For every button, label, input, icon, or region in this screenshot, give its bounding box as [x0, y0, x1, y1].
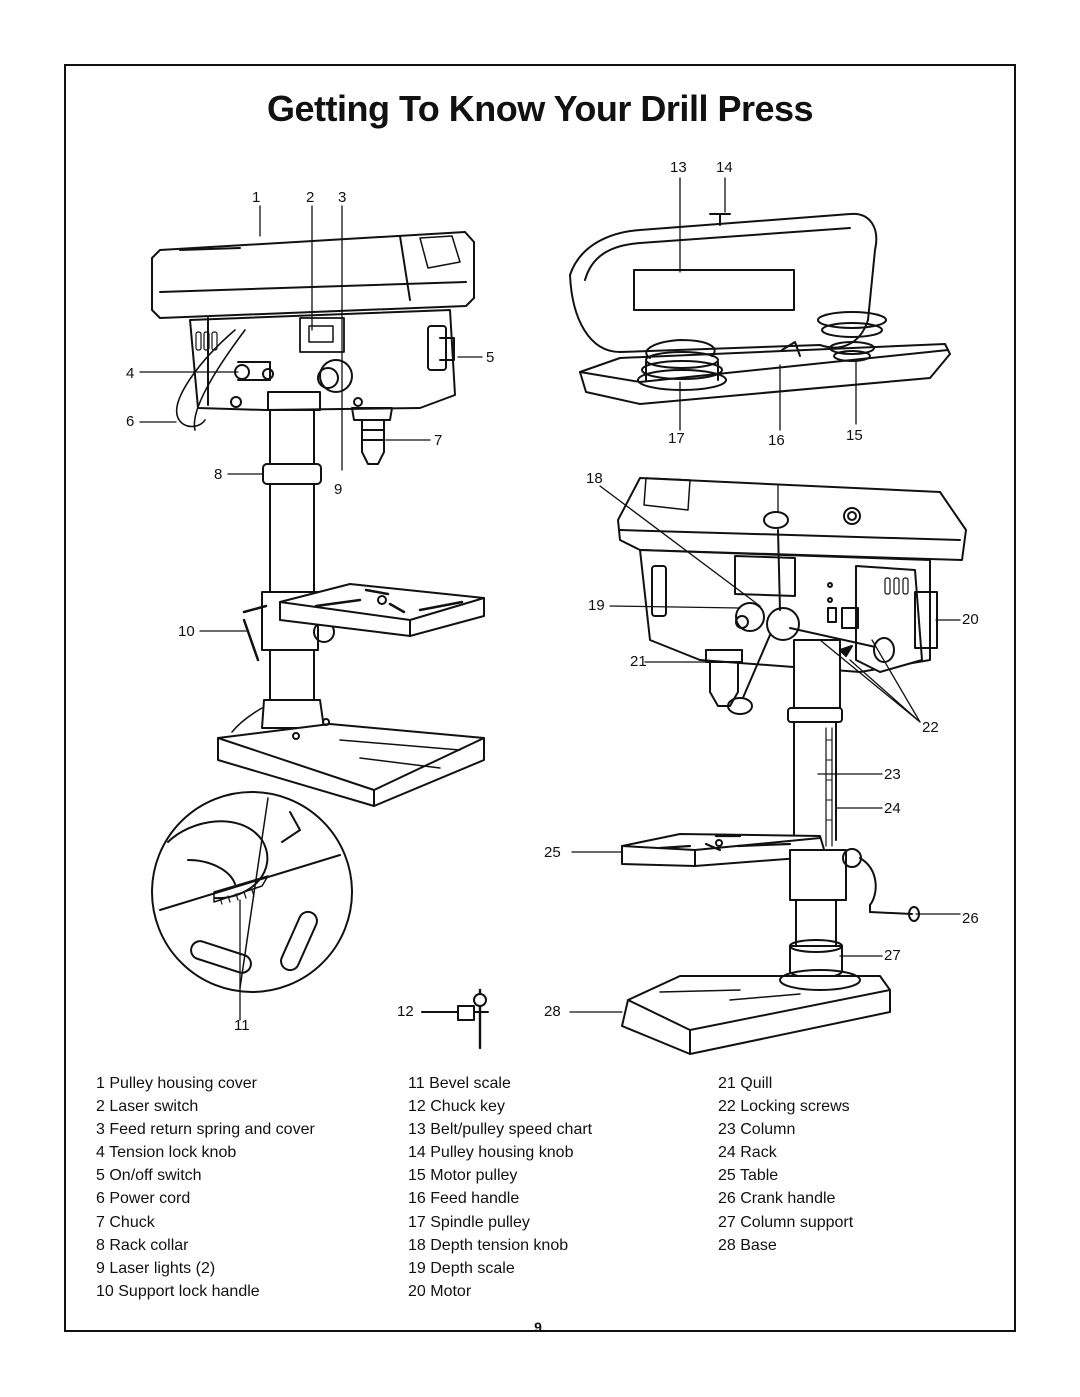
part-item: 16 Feed handle	[408, 1190, 520, 1208]
part-item: 13 Belt/pulley speed chart	[408, 1121, 593, 1139]
callout-24: 24	[884, 800, 901, 817]
part-item: 20 Motor	[408, 1282, 472, 1300]
parts-list-column-3: 21 Quill 22 Locking screws 23 Column 24 …	[718, 1072, 853, 1257]
part-item: 19 Depth scale	[408, 1259, 515, 1277]
callout-5: 5	[486, 349, 495, 366]
callout-17: 17	[668, 430, 685, 447]
part-item: 2 Laser switch	[96, 1098, 199, 1116]
bevel-scale-detail	[151, 791, 353, 993]
page-title: Getting To Know Your Drill Press	[266, 88, 814, 129]
part-item: 14 Pulley housing knob	[408, 1144, 574, 1162]
callout-9: 9	[334, 481, 343, 498]
part-item: 5 On/off switch	[96, 1167, 202, 1185]
callout-1: 1	[252, 189, 261, 206]
callout-11: 11	[234, 1017, 250, 1034]
chuck-key-illustration	[421, 988, 489, 1050]
callout-6: 6	[126, 413, 135, 430]
callout-4: 4	[126, 365, 135, 382]
part-item: 4 Tension lock knob	[96, 1144, 237, 1162]
callout-12: 12	[397, 1003, 414, 1020]
part-item: 25 Table	[718, 1167, 779, 1185]
part-item: 24 Rack	[718, 1144, 777, 1162]
callout-27: 27	[884, 947, 901, 964]
part-item: 10 Support lock handle	[96, 1282, 260, 1300]
part-item: 15 Motor pulley	[408, 1167, 518, 1185]
part-item: 17 Spindle pulley	[408, 1213, 530, 1231]
part-item: 21 Quill	[718, 1075, 773, 1092]
part-item: 6 Power cord	[96, 1190, 191, 1208]
page-number: 9.	[534, 1319, 546, 1335]
part-item: 12 Chuck key	[408, 1098, 505, 1116]
callout-26: 26	[962, 910, 979, 927]
callout-3: 3	[338, 189, 347, 206]
callout-18: 18	[586, 470, 603, 487]
callout-15: 15	[846, 427, 863, 444]
callout-14: 14	[716, 159, 733, 176]
part-item: 9 Laser lights (2)	[96, 1259, 216, 1277]
leader-lines-right	[569, 484, 961, 1013]
part-item: 11 Bevel scale	[408, 1075, 511, 1092]
callout-13: 13	[670, 159, 687, 176]
part-item: 23 Column	[718, 1121, 796, 1139]
callout-20: 20	[962, 611, 979, 628]
callout-21: 21	[630, 653, 647, 670]
part-item: 3 Feed return spring and cover	[96, 1121, 315, 1139]
leader-lines-left	[139, 205, 483, 1021]
callout-16: 16	[768, 432, 785, 449]
callout-7: 7	[434, 432, 443, 449]
part-item: 27 Column support	[718, 1213, 854, 1231]
callout-25: 25	[544, 844, 561, 861]
callout-19: 19	[588, 597, 605, 614]
part-item: 26 Crank handle	[718, 1190, 836, 1208]
leader-lines-top-right	[679, 177, 857, 431]
part-item: 1 Pulley housing cover	[96, 1075, 257, 1092]
callout-23: 23	[884, 766, 901, 783]
part-item: 8 Rack collar	[96, 1236, 189, 1254]
part-item: 7 Chuck	[96, 1213, 155, 1231]
callout-22: 22	[922, 719, 939, 736]
callout-28: 28	[544, 1003, 561, 1020]
parts-list-column-1: 1 Pulley housing cover 2 Laser switch 3 …	[96, 1072, 315, 1303]
part-item: 28 Base	[718, 1236, 777, 1254]
parts-list-column-2: 11 Bevel scale 12 Chuck key 13 Belt/pull…	[408, 1072, 592, 1303]
page-border	[64, 64, 1016, 1332]
front-view-drill-press	[151, 231, 485, 807]
callout-8: 8	[214, 466, 223, 483]
side-view-drill-press	[617, 477, 967, 1055]
part-item: 22 Locking screws	[718, 1098, 850, 1116]
callout-2: 2	[306, 189, 315, 206]
part-item: 18 Depth tension knob	[408, 1236, 569, 1254]
pulley-housing-view	[569, 212, 951, 405]
callout-10: 10	[178, 623, 195, 640]
